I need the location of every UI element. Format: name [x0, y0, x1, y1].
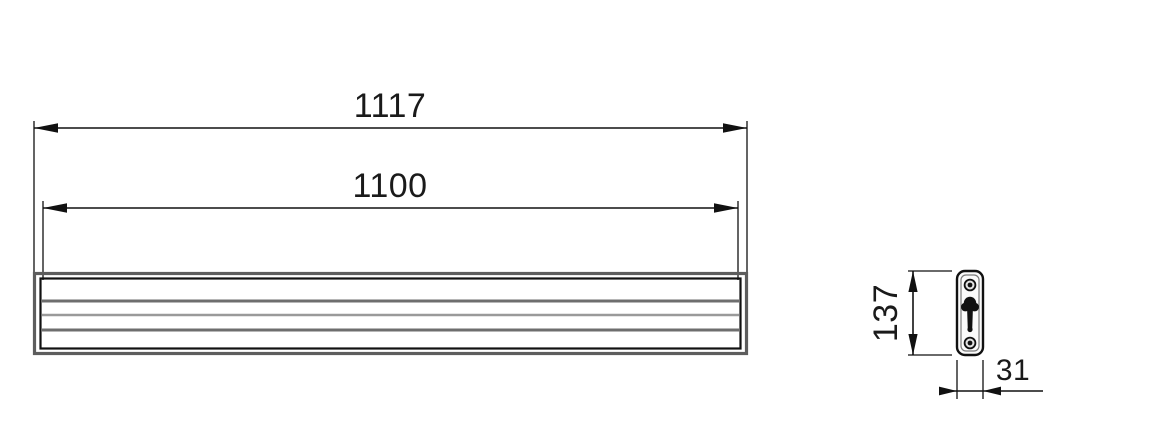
dimension-bracket-depth: 31 [939, 354, 1043, 399]
dimension-overall-width: 1117 [34, 87, 747, 133]
arrow-left [34, 123, 58, 133]
arrow-right [723, 123, 747, 133]
arrow-left [43, 203, 67, 213]
arrow-bottom [908, 334, 918, 355]
bracket-plate-inset [960, 274, 980, 352]
body-inner-rect [39, 277, 742, 350]
main-body-profile [32, 271, 749, 356]
screw-hole-bottom [963, 336, 977, 350]
arrow-right [983, 386, 1001, 396]
arrow-left [939, 386, 957, 396]
dimension-label-inner-width: 1100 [352, 167, 427, 205]
dimension-label-bracket-height: 137 [867, 284, 905, 342]
bracket-detail-view [955, 269, 985, 357]
arrow-top [908, 271, 918, 292]
dimension-inner-width: 1100 [43, 167, 738, 213]
main-view-extension-lines [33, 121, 748, 280]
dimension-label-bracket-depth: 31 [996, 354, 1030, 387]
arrow-right [714, 203, 738, 213]
body-outer-rect [32, 271, 749, 356]
dimension-bracket-height: 137 [867, 270, 952, 356]
screw-hole-top [963, 278, 977, 292]
dimension-label-overall-width: 1117 [354, 87, 427, 125]
